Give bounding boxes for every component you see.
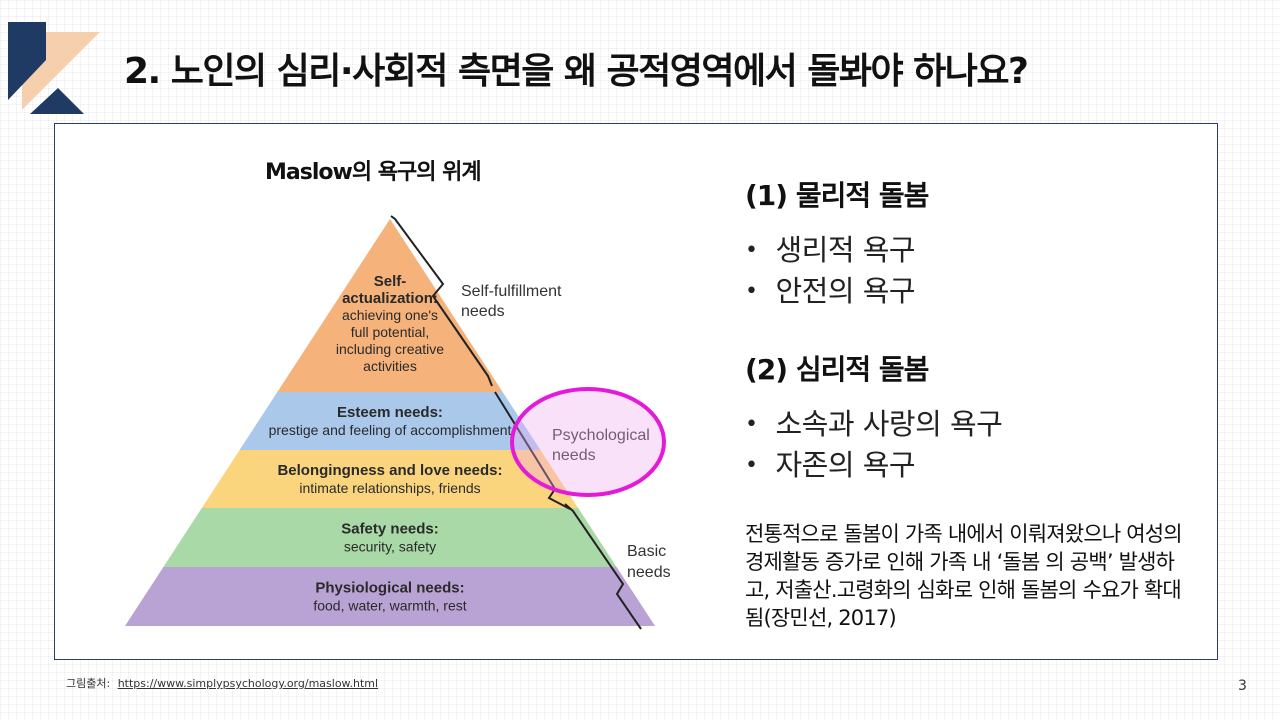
level-name: Belongingness and love needs: <box>277 462 502 479</box>
level-description: prestige and feeling of accomplishment <box>269 422 512 438</box>
pyramid-level <box>163 508 617 567</box>
level-name: Safety needs: <box>341 521 439 538</box>
list-item: 자존의 욕구 <box>745 445 1002 486</box>
level-description: activities <box>363 358 417 374</box>
psychological-bracket <box>494 391 571 510</box>
level-description: intimate relationships, friends <box>299 480 480 496</box>
self-fulfillment-line: needs <box>461 303 505 320</box>
basic-needs-line: Basic <box>627 543 666 560</box>
basic-needs-label: Basic needs <box>627 543 671 581</box>
diagram-title: Maslow의 욕구의 위계 <box>265 160 482 185</box>
pyramid-level-label: Belongingness and love needs:intimate re… <box>277 462 502 496</box>
slide-title: 2. 노인의 심리·사회적 측면을 왜 공적영역에서 돌봐야 하나요? <box>124 51 1029 92</box>
level-name: Esteem needs: <box>337 404 443 421</box>
level-name: Self- <box>374 273 407 290</box>
pyramid-level <box>277 219 503 392</box>
list-item: 소속과 사랑의 욕구 <box>745 404 1002 445</box>
self-fulfillment-line: Self-fulfillment <box>461 283 562 300</box>
content-panel: Maslow의 욕구의 위계 Self-actualization:achiev… <box>54 123 1218 660</box>
basic-needs-line: needs <box>627 564 671 581</box>
psychological-highlight <box>510 387 666 497</box>
psychological-label: Psychological needs <box>552 427 654 464</box>
psychological-care-heading: (2) 심리적 돌봄 <box>745 353 929 386</box>
care-gap-note: 전통적으로 돌봄이 가족 내에서 이뤄져왔으나 여성의 경제활동 증가로 인해 … <box>745 522 1183 630</box>
pyramid-level <box>201 450 579 508</box>
list-item: 생리적 욕구 <box>745 230 915 271</box>
pyramid-level-label: Esteem needs:prestige and feeling of acc… <box>269 404 512 438</box>
level-description: including creative <box>336 341 444 357</box>
psychological-line: needs <box>552 447 596 464</box>
level-description: achieving one's <box>342 307 438 323</box>
pyramid-level <box>239 392 541 450</box>
physical-care-heading: (1) 물리적 돌봄 <box>745 179 929 212</box>
pyramid-levels <box>125 219 655 626</box>
list-item: 안전의 욕구 <box>745 271 915 312</box>
self-fulfillment-label: Self-fulfillment needs <box>461 283 566 320</box>
pyramid-level <box>125 567 655 626</box>
image-source: 그림출처: https://www.simplypsychology.org/m… <box>66 675 378 691</box>
source-label: 그림출처: <box>66 677 111 690</box>
physical-care-list: 생리적 욕구 안전의 욕구 <box>745 230 915 312</box>
logo-icon <box>8 22 100 114</box>
pyramid-level-label: Safety needs:security, safety <box>341 521 439 555</box>
level-description: food, water, warmth, rest <box>313 598 466 614</box>
page-number: 3 <box>1238 678 1247 694</box>
psychological-care-list: 소속과 사랑의 욕구 자존의 욕구 <box>745 404 1002 486</box>
basic-bracket <box>564 503 642 630</box>
pyramid-level-label: Physiological needs:food, water, warmth,… <box>313 580 466 614</box>
level-description: security, safety <box>344 539 436 555</box>
level-description: full potential, <box>351 324 430 340</box>
psychological-line: Psychological <box>552 427 650 444</box>
level-name: actualization: <box>342 290 438 307</box>
level-name: Physiological needs: <box>315 580 464 597</box>
source-link[interactable]: https://www.simplypsychology.org/maslow.… <box>117 677 379 690</box>
self-fulfillment-bracket <box>390 215 493 387</box>
